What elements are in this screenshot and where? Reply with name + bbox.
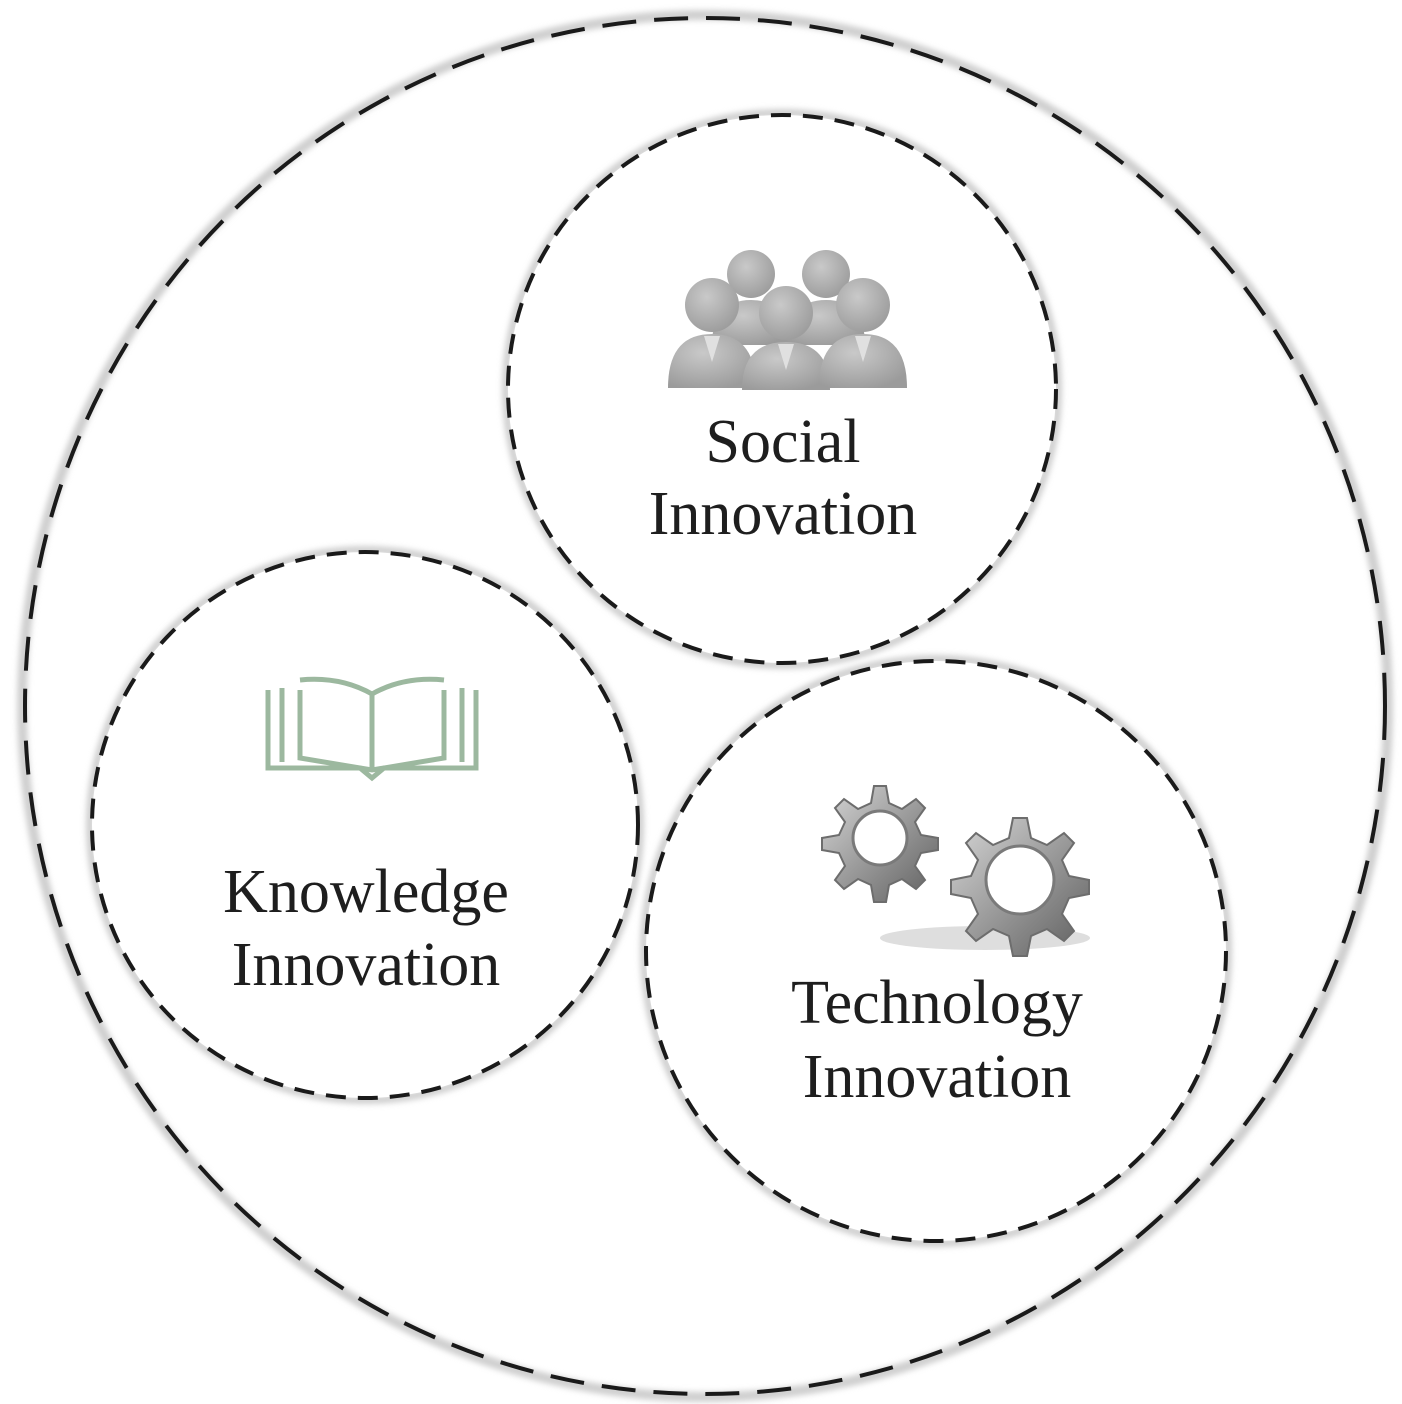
outer-circle-shadow: [17, 10, 1393, 1402]
technology-label-line2: Innovation: [803, 1043, 1072, 1111]
open-book-icon: [265, 676, 479, 782]
people-group-icon: [668, 250, 907, 390]
knowledge-circle: [90, 550, 640, 1100]
outer-circle: [23, 16, 1387, 1396]
knowledge-label-line2: Innovation: [232, 931, 501, 999]
social-label-line2: Innovation: [649, 480, 918, 548]
gears-icon: [821, 785, 1090, 957]
technology-label-line1: Technology: [791, 969, 1083, 1037]
social-label-line1: Social: [706, 408, 861, 476]
technology-circle: [644, 659, 1228, 1243]
knowledge-label-line1: Knowledge: [223, 858, 509, 926]
